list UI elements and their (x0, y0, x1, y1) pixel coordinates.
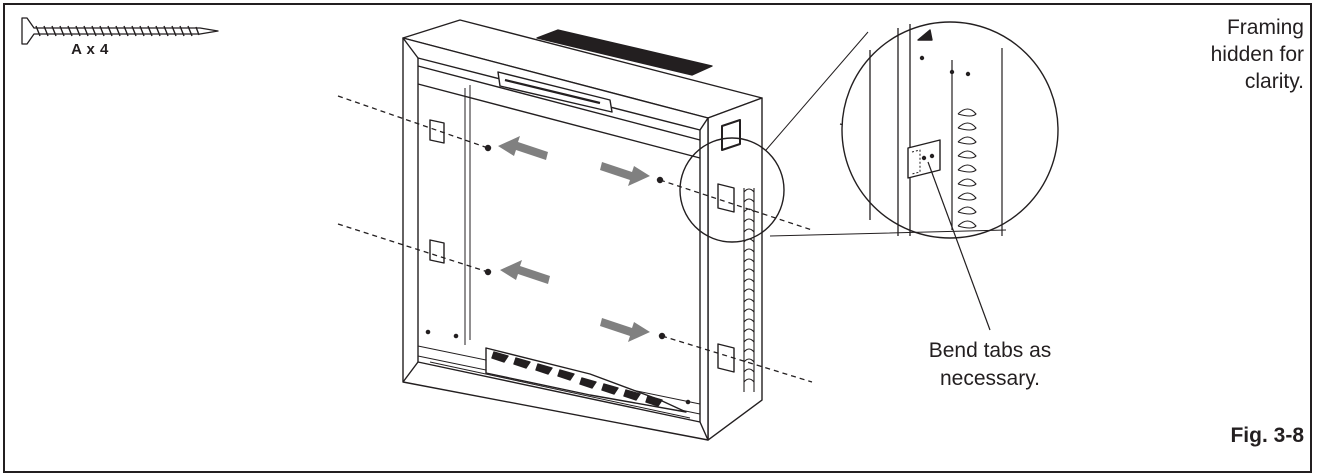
bend-tabs-note-line: Bend tabs as (928, 339, 1052, 362)
direction-arrows (498, 136, 650, 342)
bend-tabs-note-line: necessary. (940, 367, 1040, 390)
screw-icon (21, 17, 219, 45)
framing-note-line: Framing (1226, 16, 1304, 39)
fireplace-installation-diagram (21, 17, 1059, 441)
framing-note: Framing hidden for clarity. (1154, 14, 1304, 95)
framing-note-line: hidden for (1210, 43, 1304, 66)
screw-quantity-label: A x 4 (71, 41, 109, 58)
detail-magnifier (679, 21, 1059, 331)
fireplace-insert (402, 19, 763, 441)
side-vent-louvres (743, 188, 755, 392)
figure-label: Fig. 3-8 (1230, 424, 1304, 447)
box-screw-marks (484, 144, 666, 340)
framing-note-line: clarity. (1244, 70, 1304, 93)
bend-tabs-note: Bend tabs as necessary. (905, 337, 1075, 393)
